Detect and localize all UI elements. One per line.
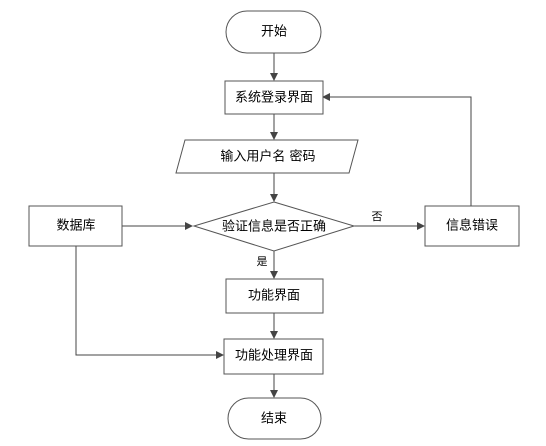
edge-label-no: 否	[372, 210, 383, 223]
node-login: 系统登录界面	[224, 80, 324, 115]
connectors	[75, 53, 472, 398]
node-input-label: 输入用户名 密码	[220, 149, 315, 165]
node-function-ui: 功能界面	[225, 278, 324, 314]
node-error-label: 信息错误	[446, 218, 498, 234]
node-login-label: 系统登录界面	[235, 91, 313, 106]
node-verify: 验证信息是否正确	[192, 201, 356, 252]
edge-database-process	[75, 246, 224, 359]
node-start-label: 开始	[261, 25, 287, 40]
node-end: 结束	[227, 397, 322, 440]
node-start: 开始	[225, 10, 322, 54]
edge-label-yes: 是	[257, 255, 268, 268]
node-error: 信息错误	[424, 205, 520, 247]
edge-error-login	[322, 93, 472, 206]
node-verify-label: 验证信息是否正确	[222, 219, 326, 235]
node-function-process: 功能处理界面	[223, 338, 324, 375]
node-function-ui-label: 功能界面	[248, 289, 300, 304]
node-function-process-label: 功能处理界面	[235, 349, 313, 364]
node-end-label: 结束	[261, 412, 287, 427]
node-input: 输入用户名 密码	[175, 139, 359, 174]
node-database-label: 数据库	[56, 218, 95, 234]
node-database: 数据库	[28, 205, 123, 247]
